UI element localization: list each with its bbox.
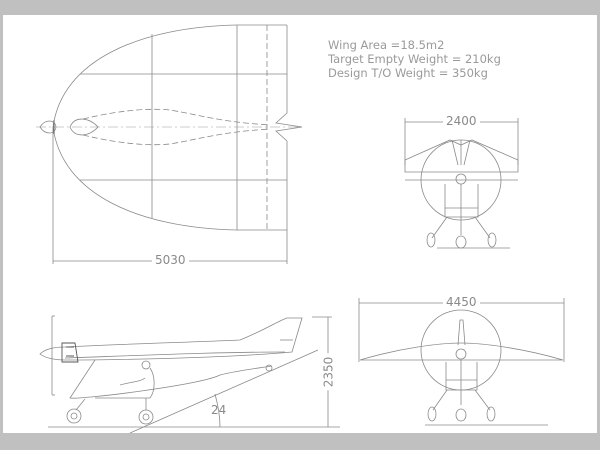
length-dimension: 5030 [152,253,189,267]
front-view-span [358,298,565,426]
span-dimension: 4450 [443,295,480,309]
empty-weight-text: Target Empty Weight = 210kg [328,52,501,66]
side-view [39,315,340,434]
wing-area-text: Wing Area =18.5m2 [328,38,445,52]
ramp-angle-label: 24 [211,403,227,417]
height-dimension: 2350 [321,353,336,391]
takeoff-weight-text: Design T/O Weight = 350kg [328,66,488,80]
top-view [36,24,303,264]
front-width-dimension: 2400 [443,114,480,128]
drawing-sheet [3,15,597,433]
front-view [404,118,519,249]
